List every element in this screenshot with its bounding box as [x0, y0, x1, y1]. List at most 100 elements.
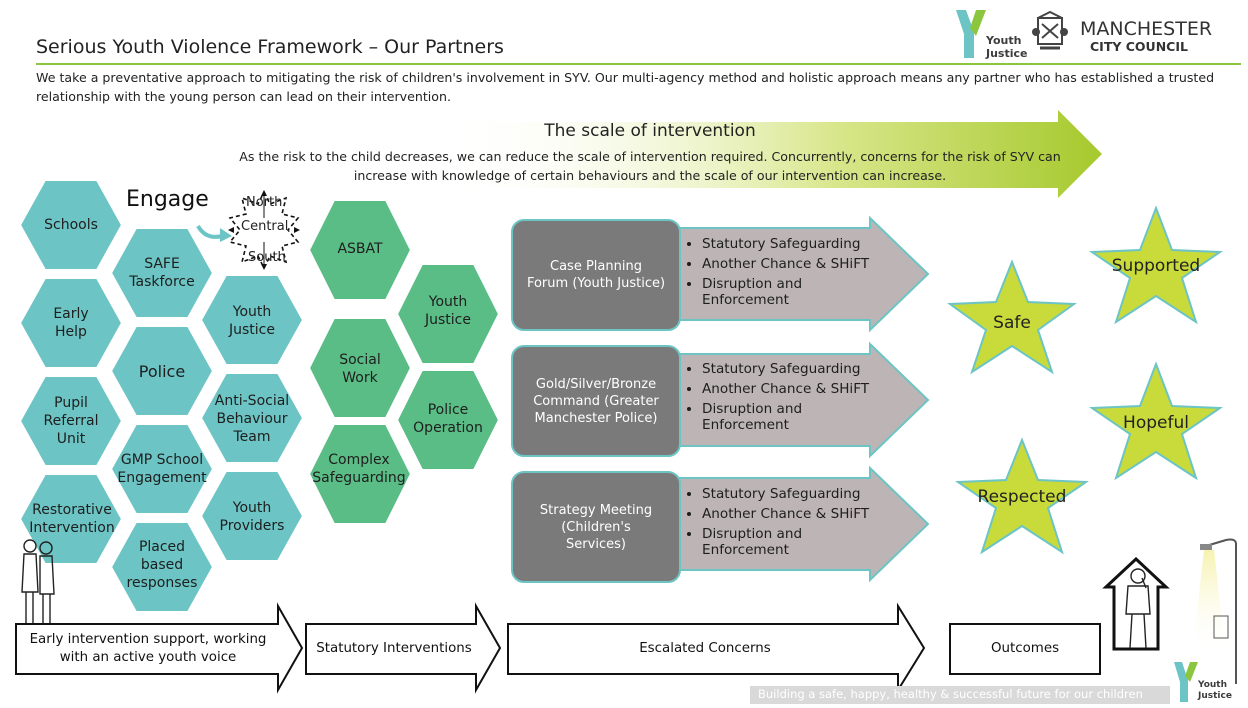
partner-police: Police [138, 362, 186, 381]
partner-pupil-referral-unit: Pupil Referral Unit [43, 395, 99, 447]
hex-asbat [307, 199, 413, 301]
escalation-2-point: Statutory Safeguarding [702, 361, 892, 377]
title-divider [36, 63, 1241, 65]
statutory-police-operation: Police Operation [413, 402, 483, 436]
hex-complex-safeguarding [307, 423, 413, 525]
hex-gmp-school [109, 423, 215, 515]
footer-tagline: Building a safe, happy, healthy & succes… [758, 687, 1143, 701]
partner-safe-taskforce: SAFE Taskforce [129, 256, 195, 290]
hex-schools [18, 179, 124, 271]
escalation-2-point: Another Chance & SHiFT [702, 381, 892, 397]
escalation-box-1 [511, 219, 681, 331]
escalation-2-title: Gold/Silver/Bronze [535, 376, 657, 392]
intro-text: We take a preventative approach to mitig… [36, 70, 1215, 104]
council-subname: CITY COUNCIL [1090, 39, 1188, 54]
hex-youth-justice [199, 274, 305, 366]
escalation-box-2 [511, 345, 681, 457]
escalation-1-title2: Forum [526, 276, 569, 291]
escalation-1-subtitle: (Youth Justice) [572, 276, 666, 291]
partner-asb-team: Anti-Social Behaviour Team [214, 393, 290, 445]
scale-description: As the risk to the child decreases, we c… [239, 149, 1061, 183]
partner-youth-justice: Youth Justice [229, 304, 275, 338]
escalation-2-points: Statutory Safeguarding Another Chance & … [686, 361, 892, 437]
star-safe [947, 259, 1077, 375]
escalation-2-point: Disruption and Enforcement [702, 401, 892, 433]
compass-arrows-icon [228, 190, 300, 270]
flow-outcomes: Outcomes [990, 641, 1060, 656]
star-supported [1088, 205, 1224, 325]
escalation-arrow-1 [671, 215, 930, 333]
escalation-3-title: Strategy Meeting [539, 502, 653, 518]
outcome-supported: Supported [1111, 256, 1201, 276]
hex-police-operation [395, 369, 501, 471]
statutory-asbat: ASBAT [337, 241, 383, 257]
escalation-box-3 [511, 471, 681, 583]
hex-safe-taskforce [109, 227, 215, 319]
flow-arrow-early [15, 602, 304, 694]
statutory-social-work: Social Work [339, 352, 381, 386]
flow-statutory-interventions: Statutory Interventions [316, 641, 472, 656]
outcome-hopeful: Hopeful [1123, 413, 1189, 433]
engage-label: Engage [126, 187, 209, 212]
area-central: Central [241, 219, 289, 234]
escalation-1-title: Case Planning [550, 259, 642, 274]
escalation-2-title2: Command [533, 393, 601, 409]
footer-logo-line2: Justice [1198, 691, 1232, 701]
star-respected [954, 437, 1090, 555]
hex-early-help [18, 277, 124, 369]
flow-escalated-concerns: Escalated Concerns [639, 641, 771, 656]
escalation-arrow-2 [671, 341, 930, 459]
area-south: South [248, 250, 286, 265]
escalation-1-point: Statutory Safeguarding [702, 236, 892, 252]
area-north: North [246, 195, 283, 210]
escalation-1-point: Disruption and Enforcement [702, 276, 892, 308]
outcome-respected: Respected [977, 487, 1067, 507]
escalation-2-subtitle: (Greater Manchester Police) [534, 393, 659, 426]
escalation-3-point: Statutory Safeguarding [702, 486, 892, 502]
page-title: Serious Youth Violence Framework – Our P… [36, 36, 504, 58]
escalation-3-point: Disruption and Enforcement [702, 526, 892, 558]
footer-band [750, 686, 1170, 704]
statutory-complex-safeguarding: Complex Safeguarding [312, 452, 406, 486]
council-name: MANCHESTER [1080, 18, 1213, 40]
partner-placed-based: Placed based responses [126, 539, 198, 591]
youth-justice-logo-footer: Youth Justice [1172, 660, 1236, 704]
engage-arrow-icon [196, 224, 232, 242]
scale-arrow [220, 110, 1102, 198]
escalation-arrow-3 [671, 465, 930, 583]
escalation-3-subtitle: (Children's Services) [561, 519, 631, 552]
partner-early-help: Early Help [53, 306, 89, 340]
partner-gmp-school-engagement: GMP School Engagement [117, 452, 207, 486]
hex-youth-providers [199, 470, 305, 562]
escalation-forum-2: Gold/Silver/Bronze Command (Greater Manc… [516, 350, 676, 452]
flow-early-intervention: Early intervention support, working with… [29, 632, 267, 665]
escalation-3-points: Statutory Safeguarding Another Chance & … [686, 486, 892, 562]
footer-logo-line1: Youth [1198, 680, 1227, 690]
outcome-safe: Safe [993, 313, 1031, 333]
escalation-1-point: Another Chance & SHiFT [702, 256, 892, 272]
star-hopeful [1088, 361, 1224, 481]
hex-asb-team [199, 372, 305, 464]
youth-justice-logo: Youth Justice [952, 6, 1027, 62]
hex-pupil-referral [18, 375, 124, 467]
lamp-post-icon [1196, 538, 1237, 684]
youth-justice-logo-line1: Youth [986, 34, 1022, 47]
escalation-forum-3: Strategy Meeting (Children's Services) [516, 476, 676, 578]
hex-social-work [307, 317, 413, 419]
hex-police [109, 325, 215, 417]
partner-restorative-intervention: Restorative Intervention [29, 502, 115, 536]
person-thinking-icon [1125, 568, 1151, 649]
flow-arrow-statutory [305, 602, 502, 694]
escalation-1-points: Statutory Safeguarding Another Chance & … [686, 236, 892, 312]
scale-title: The scale of intervention [544, 121, 756, 141]
partner-schools: Schools [44, 217, 98, 233]
hex-placed-based [109, 521, 215, 613]
escalation-forum-1: Case Planning Forum (Youth Justice) [516, 224, 676, 326]
hex-sp-youth-justice [395, 263, 501, 365]
flow-arrow-escalated [507, 602, 926, 694]
flow-box-outcomes [949, 623, 1101, 675]
